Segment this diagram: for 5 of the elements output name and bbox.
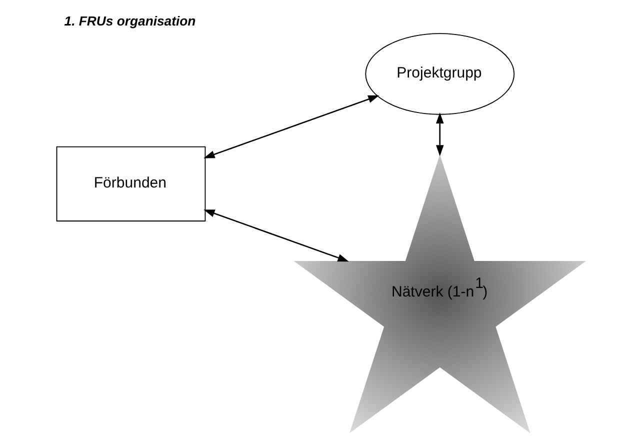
arrow [203, 95, 379, 158]
node-box: Förbunden [56, 146, 206, 222]
arrow [436, 112, 444, 156]
arrow [203, 210, 348, 262]
diagram-title: 1. FRUs organisation [64, 13, 196, 28]
